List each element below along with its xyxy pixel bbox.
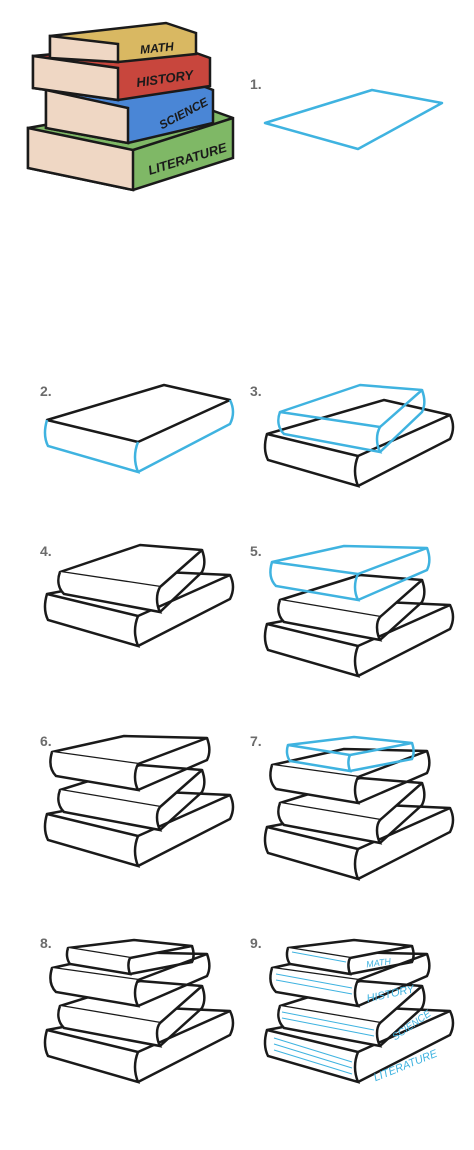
step-8-number: 8. (40, 935, 52, 951)
step-7-number: 7. (250, 733, 262, 749)
step-9-science-label: SCIENCE (391, 1008, 434, 1043)
math-label: MATH (139, 39, 174, 56)
math-book: MATH (48, 21, 198, 64)
step-5-drawing (263, 544, 455, 678)
step-4-drawing (43, 543, 235, 648)
step-7-drawing (263, 735, 455, 881)
step-9-drawing: MATH HISTORY SCIENCE LITERATURE (263, 938, 455, 1084)
step-2-drawing (43, 383, 235, 474)
finished-book-stack-illustration: LITERATURE SCIENCE HISTORY MATH (26, 21, 235, 192)
step-6-number: 6. (40, 733, 52, 749)
step-2-number: 2. (40, 383, 52, 399)
step-3-drawing (263, 383, 455, 488)
page-hatching (273, 951, 375, 1075)
step-9-number: 9. (250, 935, 262, 951)
step-5-number: 5. (250, 543, 262, 559)
step-6-drawing (43, 734, 235, 868)
step-4-number: 4. (40, 543, 52, 559)
step-9-literature-label: LITERATURE (372, 1047, 440, 1084)
step-8-drawing (43, 938, 235, 1084)
step-9-math-label: MATH (366, 956, 392, 969)
step-1-drawing (263, 88, 444, 151)
step-3-number: 3. (250, 383, 262, 399)
step-1-number: 1. (250, 76, 262, 92)
